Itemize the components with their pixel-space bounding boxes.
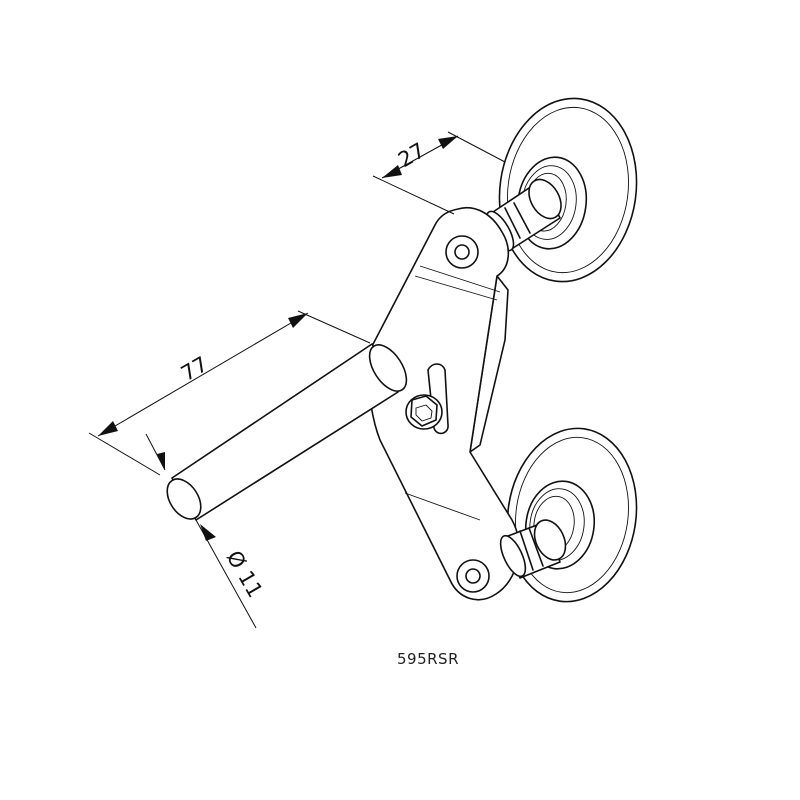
shaft-length-label: 77: [177, 352, 212, 386]
upper-bracket-hole: [445, 235, 479, 269]
lower-roller-axle: [499, 519, 567, 579]
part-code-label: 595RSR: [397, 650, 459, 668]
main-shaft: [166, 343, 408, 521]
shaft-diameter-label: Ø 11: [222, 547, 268, 602]
shaft-diameter-dimension: Ø 11: [195, 519, 268, 629]
lower-roller-wheel: [506, 427, 638, 603]
roller-offset-label: 27: [394, 138, 429, 172]
bracket-arm: [367, 207, 520, 601]
lower-bracket-hole: [456, 559, 490, 593]
roller-offset-dimension: 27: [372, 131, 506, 215]
hex-nut: [405, 394, 443, 430]
upper-roller-wheel: [498, 97, 638, 283]
